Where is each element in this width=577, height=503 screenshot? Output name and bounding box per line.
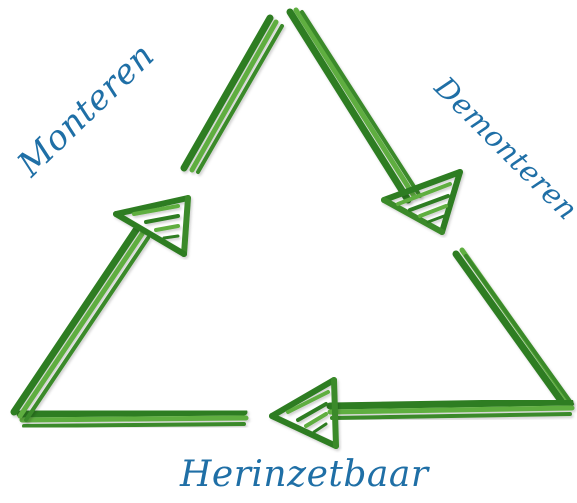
assemble-arrow-shaft xyxy=(14,230,148,420)
label-herinzetbaar: Herinzetbaar xyxy=(180,457,429,493)
disassemble-arrow-shaft xyxy=(290,10,420,200)
reuse-arrowhead xyxy=(272,380,336,446)
reuse-arrow-shaft xyxy=(330,402,572,418)
top-left-stick xyxy=(184,18,282,172)
right-lower-stick xyxy=(456,250,572,404)
bottom-left-stick xyxy=(20,412,246,426)
